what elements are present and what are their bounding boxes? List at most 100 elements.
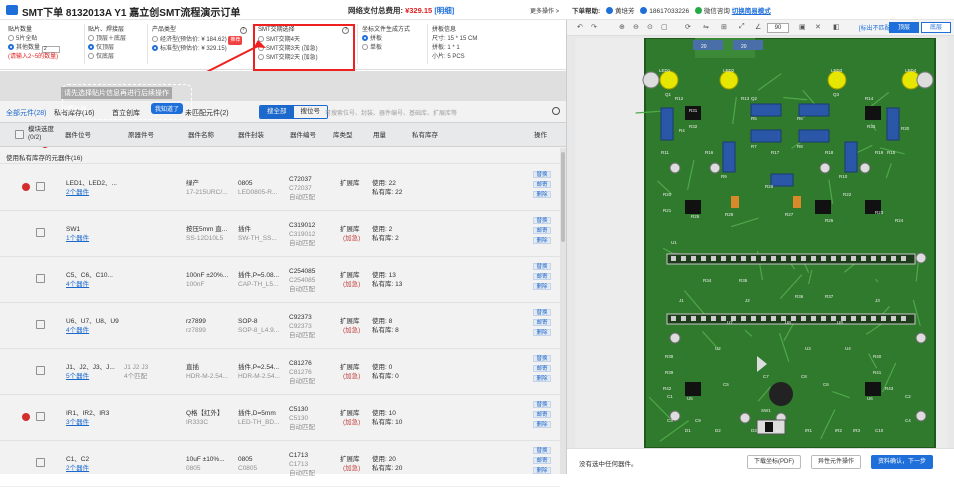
download-coords-button[interactable]: 下载坐标(PDF) — [747, 455, 801, 469]
blue-resistor — [751, 130, 781, 142]
pcb-silk-label: SW1 — [761, 408, 771, 413]
side-opt-bottom[interactable]: 仅底层 — [88, 53, 126, 62]
blue-resistor — [771, 174, 793, 186]
mounting-hole — [916, 253, 926, 263]
help-user: 黄培芳 — [615, 8, 635, 15]
qty-opt-all[interactable]: 5片全贴 — [8, 35, 60, 44]
pcb-silk-label: R23 — [875, 210, 884, 215]
panel-count: 拼板: 1 * 1 — [432, 44, 477, 53]
screenshot-icon[interactable]: ▣ — [799, 23, 806, 31]
coord-opt-single[interactable]: 单板 — [362, 44, 410, 53]
got-it-button[interactable]: 我知道了 — [151, 103, 183, 114]
switch-mode-link[interactable]: 切换简易模式 — [732, 8, 771, 15]
mark-unmatched-link[interactable]: [标出不匹配] — [859, 23, 892, 32]
close-icon[interactable]: ✕ — [815, 23, 821, 31]
header-pin — [791, 256, 796, 261]
pcb-silk-label: R9 — [721, 174, 727, 179]
coord-opt-panel-label: 拼板 — [370, 36, 382, 42]
pcb-silk-label: R16 — [705, 150, 714, 155]
ic-chip — [865, 106, 881, 120]
header-pin — [831, 256, 836, 261]
pcb-silk-label: R28 — [725, 212, 734, 217]
pcb-silk-label: C9 — [695, 418, 701, 423]
blue-resistor — [799, 130, 829, 142]
redo-icon[interactable]: ↷ — [591, 23, 597, 31]
qty-input[interactable]: 2 — [42, 46, 60, 53]
rotate-icon[interactable]: ⟳ — [685, 23, 691, 31]
pcb-silk-label: R24 — [895, 218, 904, 223]
product-title: 产品类型 — [152, 27, 176, 33]
coord-opt-panel[interactable]: 拼板 — [362, 35, 410, 44]
pcb-silk-label: R31 — [689, 108, 698, 113]
ic-chip — [815, 200, 831, 214]
qty-opt-other[interactable]: 其他数量 2 — [8, 44, 60, 53]
pcb-board[interactable]: Q1Q2Q3R4R5R6R7R8R9R10R11R12R13R14R15R16R… — [575, 38, 947, 448]
panel-title: 拼板信息 — [432, 24, 477, 33]
header-pin — [771, 256, 776, 261]
ic-chip — [685, 382, 701, 396]
side-group: 贴片、焊接层 顶层＋底层 仅顶层 仅底层 — [88, 24, 126, 62]
pcb-canvas[interactable]: Q1Q2Q3R4R5R6R7R8R9R10R11R12R13R14R15R16R… — [575, 38, 947, 448]
side-opt-top[interactable]: 仅顶层 — [88, 44, 126, 53]
pcb-silk-label: R7 — [751, 144, 757, 149]
qty-note: (请输入2~5的数量) — [8, 53, 60, 62]
flip-icon[interactable]: ⇋ — [703, 23, 709, 31]
pcb-silk-label: U9 — [837, 320, 843, 325]
angle-icon[interactable]: ∠ — [755, 23, 761, 31]
header-pin — [741, 256, 746, 261]
mounting-hole — [670, 163, 680, 173]
header-pin — [821, 316, 826, 321]
pcb-silk-label: LED2 — [723, 68, 735, 73]
product-opt-standard[interactable]: 标准型(预估价: ¥ 329.15) — [152, 45, 247, 54]
pcb-silk-label: R8 — [797, 144, 803, 149]
guide-tooltip: 请先选择贴片信息再进行后续操作 设置价格 我知道了 — [62, 84, 192, 120]
radio-selected-icon — [88, 44, 94, 50]
reset-icon[interactable]: ▢ — [661, 23, 668, 31]
pcb-silk-label: Q3 — [833, 92, 840, 97]
zoom-input[interactable]: 90 — [767, 23, 789, 33]
ic-chip — [865, 382, 881, 396]
toggle-top[interactable]: 顶层 — [889, 22, 919, 33]
radio-icon — [88, 53, 94, 59]
pcb-silk-label: LED1 — [659, 68, 671, 73]
pcb-silk-label: R18 — [825, 150, 834, 155]
page-title: SMT下单 8132013A Y1 嘉立创SMT流程演示订单 — [22, 4, 240, 19]
fullscreen-icon[interactable]: ⤢ — [739, 23, 745, 31]
panel-info-group: 拼板信息 尺寸: 15 * 15 CM 拼板: 1 * 1 小片: 5 PCS — [432, 24, 477, 62]
divider — [427, 24, 428, 64]
pcb-silk-label: U4 — [845, 346, 851, 351]
blue-resistor — [845, 142, 857, 172]
zoom-fit-icon[interactable]: ⊙ — [647, 23, 653, 31]
header-pin — [841, 256, 846, 261]
pcb-silk-label: R26 — [825, 218, 834, 223]
fee-detail-link[interactable]: [明细] — [434, 6, 454, 15]
side-opt-top-label: 仅顶层 — [96, 45, 114, 51]
pcb-silk-label: C5 — [723, 382, 729, 387]
zoom-in-icon[interactable]: ⊕ — [619, 23, 625, 31]
radio-icon — [152, 36, 158, 42]
blue-resistor — [751, 104, 781, 116]
pcb-silk-label: C2 — [905, 394, 911, 399]
hide-icon[interactable]: ◧ — [833, 23, 840, 31]
pcb-silk-label: R42 — [663, 386, 672, 391]
header-pin — [761, 256, 766, 261]
product-opt-economy[interactable]: 经济型(预估价: ¥ 184.62) 推荐 — [152, 36, 247, 45]
help-bar: 下单帮助: 黄培芳 18617033226 微信咨询 切换简易模式 — [572, 5, 771, 15]
mounting-hole — [916, 333, 926, 343]
special-parts-button[interactable]: 异性元件操作 — [811, 455, 861, 469]
phone-icon — [640, 7, 647, 14]
pcb-silk-label: U1 — [671, 240, 677, 245]
help-wechat[interactable]: 微信咨询 — [704, 8, 730, 15]
undo-icon[interactable]: ↶ — [577, 23, 583, 31]
pcb-silk-label: R15 — [887, 150, 896, 155]
zoom-out-icon[interactable]: ⊖ — [633, 23, 639, 31]
header-pin — [751, 256, 756, 261]
more-ops-menu[interactable]: 更多操作 > — [530, 6, 559, 15]
info-icon[interactable]: ? — [240, 27, 247, 34]
side-opt-both[interactable]: 顶层＋底层 — [88, 35, 126, 44]
pcb-silk-label: R13 — [741, 96, 750, 101]
pcb-silk-label: Y1 — [775, 428, 781, 433]
measure-icon[interactable]: ⊞ — [721, 23, 727, 31]
confirm-next-button[interactable]: 资料确认，下一步 — [871, 455, 933, 469]
toggle-bottom[interactable]: 底层 — [921, 22, 951, 33]
